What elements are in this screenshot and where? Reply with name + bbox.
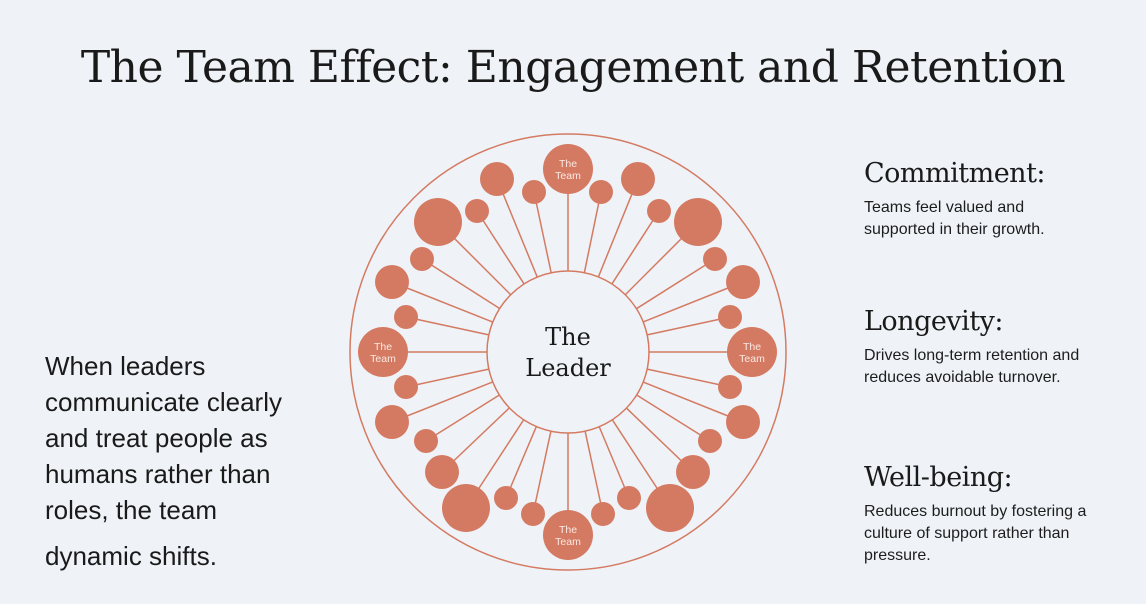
member-node [480, 162, 514, 196]
member-node [589, 180, 613, 204]
member-node [703, 247, 727, 271]
member-node [394, 305, 418, 329]
team-label: Team [739, 353, 765, 365]
team-label: Team [555, 536, 581, 548]
point-heading: Longevity: [864, 306, 1003, 337]
member-node [414, 198, 462, 246]
point-text: Reduces burnout by fostering a culture o… [864, 503, 1087, 564]
leader-label: The [545, 323, 591, 351]
member-node [646, 484, 694, 532]
connector-line [636, 394, 711, 442]
member-node [698, 429, 722, 453]
member-node [442, 484, 490, 532]
connector-line [642, 381, 744, 423]
outer-ring [349, 133, 787, 571]
connector-line [642, 281, 744, 323]
connector-line [476, 210, 525, 285]
connector-line [584, 431, 604, 515]
point-commitment: Commitment: Teams feel valued and suppor… [864, 158, 1124, 241]
connector-line [533, 191, 552, 273]
member-node [425, 455, 459, 489]
member-node [494, 486, 518, 510]
member-node [522, 180, 546, 204]
connector-line [505, 426, 538, 499]
intro-text-last: dynamic shifts. [45, 541, 217, 571]
member-node [414, 429, 438, 453]
leader-circle [486, 270, 650, 434]
slide-title: The Team Effect: Engagement and Retentio… [80, 42, 1066, 93]
connector-line [421, 258, 501, 310]
member-node [647, 199, 671, 223]
point-text: Teams feel valued and supported in their… [864, 199, 1045, 238]
connector-line [647, 368, 731, 388]
member-node [465, 199, 489, 223]
member-node [726, 265, 760, 299]
connector-line [391, 381, 494, 423]
point-heading: Commitment: [864, 158, 1046, 189]
member-node [410, 247, 434, 271]
connector-line [636, 258, 716, 310]
team-node [358, 327, 408, 377]
team-label: The [374, 341, 392, 353]
point-longevity: Longevity: Drives long-term retention an… [864, 306, 1124, 389]
connector-line [405, 316, 489, 336]
connector-line [391, 281, 494, 323]
team-node [543, 510, 593, 560]
member-node [621, 162, 655, 196]
member-node [718, 375, 742, 399]
connector-line [425, 394, 500, 442]
member-node [375, 265, 409, 299]
member-node [617, 486, 641, 510]
connector-line [647, 316, 731, 336]
member-node [591, 502, 615, 526]
team-label: The [559, 158, 577, 170]
intro-text-main: When leaders communicate clearly and tre… [45, 351, 282, 525]
intro-text: When leaders communicate clearly and tre… [45, 348, 325, 574]
point-well-being: Well-being: Reduces burnout by fostering… [864, 462, 1124, 567]
connector-line [597, 178, 639, 278]
point-heading: Well-being: [864, 462, 1013, 493]
member-node [674, 198, 722, 246]
team-label: Team [555, 170, 581, 182]
member-node [718, 305, 742, 329]
team-label: The [743, 341, 761, 353]
connector-line [532, 431, 552, 515]
connector-line [611, 210, 660, 285]
point-text: Drives long-term retention and reduces a… [864, 347, 1080, 386]
member-node [726, 405, 760, 439]
team-label: The [559, 524, 577, 536]
connector-line [583, 191, 602, 273]
leader-label: Leader [525, 354, 611, 382]
connector-line [598, 426, 630, 499]
member-node [375, 405, 409, 439]
connector-line [405, 368, 489, 388]
team-node [543, 144, 593, 194]
team-node [727, 327, 777, 377]
connector-line [496, 178, 538, 278]
member-node [394, 375, 418, 399]
team-label: Team [370, 353, 396, 365]
member-node [521, 502, 545, 526]
member-node [676, 455, 710, 489]
